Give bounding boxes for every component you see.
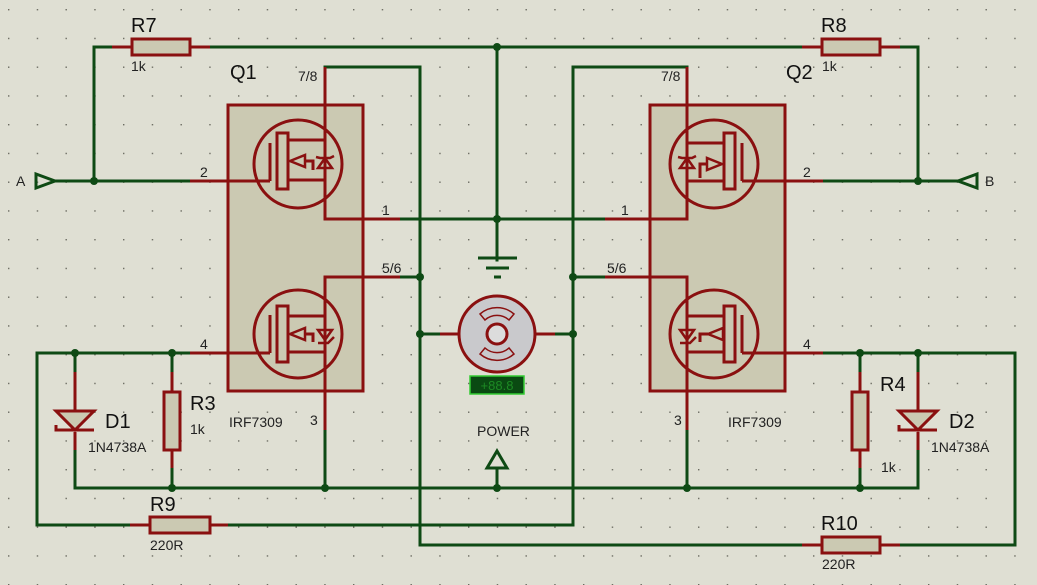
r7-value: 1k bbox=[131, 58, 147, 74]
input-port-icon bbox=[953, 171, 979, 191]
q2-ref: Q2 bbox=[786, 62, 813, 84]
power-label: POWER bbox=[477, 423, 530, 439]
nmos-lower-icon bbox=[668, 288, 760, 380]
q1-pin-1: 1 bbox=[382, 202, 390, 218]
q1-pin-2: 2 bbox=[200, 164, 208, 180]
port-a-label: A bbox=[16, 173, 26, 189]
resistor-r7[interactable]: R7 1k bbox=[112, 15, 210, 74]
motor-readout-display bbox=[469, 375, 525, 395]
motor-readout: +88.8 bbox=[481, 378, 514, 393]
q2-pin-56: 5/6 bbox=[607, 260, 627, 276]
resistor-r3[interactable]: R3 1k bbox=[162, 372, 216, 468]
d2-ref: D2 bbox=[949, 411, 975, 433]
q1-pin-56: 5/6 bbox=[382, 260, 402, 276]
nmos-upper-icon bbox=[252, 118, 344, 210]
dc-motor[interactable]: +88.8 bbox=[440, 294, 555, 395]
ic-body bbox=[648, 103, 787, 393]
q2-pin-3: 3 bbox=[674, 412, 682, 428]
resistor-icon bbox=[820, 37, 882, 57]
diode-d2[interactable]: D2 1N4738A bbox=[895, 372, 990, 455]
resistor-r4[interactable]: R4 1k bbox=[850, 372, 906, 475]
r3-ref: R3 bbox=[190, 393, 216, 415]
r10-ref: R10 bbox=[821, 513, 858, 535]
d1-value: 1N4738A bbox=[88, 439, 147, 455]
r4-value: 1k bbox=[881, 459, 897, 475]
junctions bbox=[71, 43, 922, 492]
resistor-r8[interactable]: R8 1k bbox=[802, 15, 900, 74]
port-a[interactable]: A bbox=[16, 171, 60, 191]
r7-ref: R7 bbox=[131, 15, 157, 37]
resistor-r9[interactable]: R9 220R bbox=[130, 494, 228, 553]
resistor-icon bbox=[130, 37, 192, 57]
q1-pin-3: 3 bbox=[310, 412, 318, 428]
port-b-label: B bbox=[985, 173, 994, 189]
r3-value: 1k bbox=[190, 421, 206, 437]
d2-value: 1N4738A bbox=[931, 439, 990, 455]
ic-body bbox=[226, 103, 365, 393]
resistor-icon bbox=[820, 535, 882, 555]
r10-value: 220R bbox=[822, 556, 855, 572]
mosfet-q1[interactable]: Q1 IRF7309 7/8 2 1 5/6 4 3 bbox=[190, 62, 402, 430]
q1-value: IRF7309 bbox=[229, 414, 283, 430]
nmos-upper-icon bbox=[668, 118, 760, 210]
r8-value: 1k bbox=[822, 58, 838, 74]
resistor-icon bbox=[850, 390, 870, 452]
r9-value: 220R bbox=[150, 537, 183, 553]
q2-pin-78: 7/8 bbox=[661, 68, 681, 84]
zener-diode-icon bbox=[895, 409, 941, 433]
port-b[interactable]: B bbox=[953, 171, 994, 191]
diode-d1[interactable]: D1 1N4738A bbox=[52, 372, 147, 455]
q2-value: IRF7309 bbox=[728, 414, 782, 430]
resistor-r10[interactable]: R10 220R bbox=[802, 513, 900, 572]
q1-pin-78: 7/8 bbox=[298, 68, 318, 84]
zener-diode-icon bbox=[52, 409, 98, 433]
resistor-icon bbox=[148, 515, 212, 535]
q1-pin-4: 4 bbox=[200, 336, 208, 352]
r9-ref: R9 bbox=[150, 494, 176, 516]
mosfet-q2[interactable]: Q2 IRF7309 7/8 2 1 5/6 4 3 bbox=[605, 62, 823, 430]
input-port-icon bbox=[34, 171, 60, 191]
ground-symbol bbox=[478, 256, 517, 279]
power-arrow-icon bbox=[484, 448, 510, 470]
r8-ref: R8 bbox=[821, 15, 847, 37]
power-terminal[interactable]: POWER bbox=[477, 423, 530, 470]
q2-pin-2: 2 bbox=[803, 164, 811, 180]
q1-ref: Q1 bbox=[230, 62, 257, 84]
r4-ref: R4 bbox=[880, 374, 906, 396]
d1-ref: D1 bbox=[105, 411, 131, 433]
q2-pin-4: 4 bbox=[803, 336, 811, 352]
resistor-icon bbox=[162, 390, 182, 452]
q2-pin-1: 1 bbox=[621, 202, 629, 218]
nmos-lower-icon bbox=[252, 288, 344, 380]
